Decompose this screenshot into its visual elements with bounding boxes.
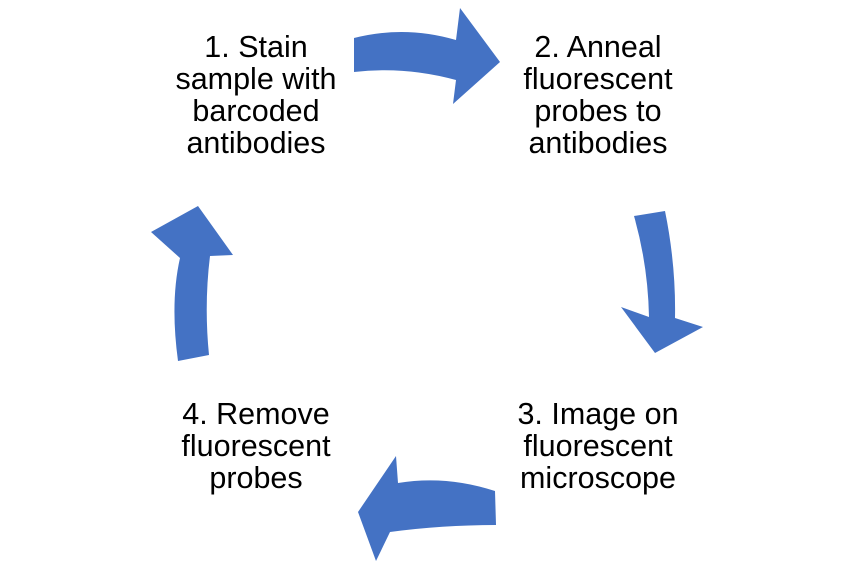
step-1-line-2: sample with xyxy=(175,62,337,96)
step-3-label: 3. Image on fluorescent microscope xyxy=(483,398,713,494)
step-2-label: 2. Anneal fluorescent probes to antibodi… xyxy=(483,31,713,159)
step-4-line-3: probes xyxy=(209,461,303,495)
step-2-line-2: fluorescent xyxy=(523,62,673,96)
arrow-step2-to-step3 xyxy=(621,211,703,353)
step-2-line-1: 2. Anneal xyxy=(534,30,662,64)
step-2-line-4: antibodies xyxy=(528,126,668,160)
arrow-step4-to-step1 xyxy=(151,206,233,361)
step-1-line-1: 1. Stain xyxy=(204,30,308,64)
arrow-step3-to-step4 xyxy=(358,456,496,561)
step-1-line-3: barcoded xyxy=(192,94,320,128)
step-1-line-4: antibodies xyxy=(186,126,326,160)
step-4-label: 4. Remove fluorescent probes xyxy=(141,398,371,494)
step-4-line-1: 4. Remove xyxy=(182,397,330,431)
step-2-line-3: probes to xyxy=(534,94,662,128)
arrow-step1-to-step2 xyxy=(354,8,500,104)
step-1-label: 1. Stain sample with barcoded antibodies xyxy=(141,31,371,159)
step-3-line-1: 3. Image on xyxy=(517,397,679,431)
step-4-line-2: fluorescent xyxy=(181,429,331,463)
step-3-line-2: fluorescent xyxy=(523,429,673,463)
step-3-line-3: microscope xyxy=(520,461,676,495)
